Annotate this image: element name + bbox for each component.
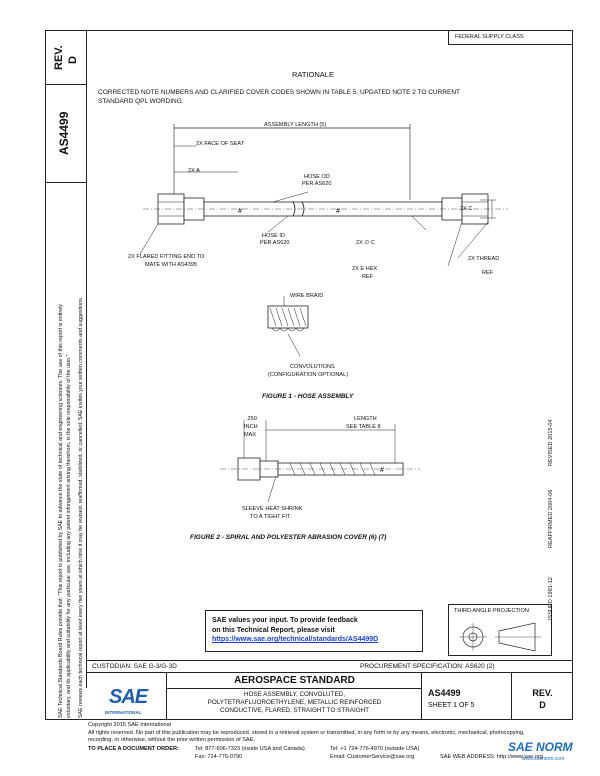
supply-class-stamp: FEDERAL SUPPLY CLASS — [448, 30, 573, 45]
rationale-line-2: STANDARD QPL WORDING. — [98, 98, 184, 105]
tel-outside-usa: Tel: +1 724-776-4970 (outside USA) — [330, 746, 420, 752]
web-address[interactable]: SAE WEB ADDRESS: http://www.sae.org — [440, 754, 543, 760]
svg-text:#: # — [238, 208, 242, 215]
procurement-text: PROCUREMENT SPECIFICATION: AS620 (2) — [360, 663, 495, 670]
svg-text:#: # — [336, 208, 340, 215]
rev-cell: REV. D — [45, 30, 87, 85]
wire-braid-label: WIRE BRAID — [290, 293, 324, 299]
sheet-number: SHEET 1 OF 5 — [428, 702, 475, 709]
projection-label: THIRD ANGLE PROJECTION — [454, 608, 529, 614]
face-of-seat-label: 2X FACE OF SEAT — [196, 141, 245, 147]
fig2-length-2: SEE TABLE 8 — [346, 424, 381, 430]
email-line[interactable]: Email: CustomerService@sae.org — [330, 754, 415, 760]
tel-usa-canada: Tel: 877-606-7323 (inside USA and Canada… — [195, 746, 305, 752]
projection-box: THIRD ANGLE PROJECTION — [448, 604, 552, 656]
page-frame — [45, 30, 573, 720]
flared-end-label-1: 2X FLARED FITTING END TO — [128, 254, 205, 260]
custodian-text: CUSTODIAN: SAE G-3/G-3D — [92, 663, 177, 670]
hose-od-label-1: HOSE OD — [304, 174, 330, 180]
rev-label: REV. — [53, 45, 65, 70]
convolutions-label-1: CONVOLUTIONS — [290, 364, 335, 370]
fig2-dim-1: .250 — [246, 416, 257, 422]
assembly-length-label: ASSEMBLY LENGTH (5) — [264, 122, 327, 128]
two-x-a-label: 2X A — [188, 168, 200, 174]
flared-end-label-2: MATE WITH AS4395 — [145, 262, 198, 268]
fig2-dim-2: INCH — [244, 424, 258, 430]
two-x-c-mid-label: 2X ∅ C — [356, 240, 375, 246]
rights-line-2: recording, or otherwise, without the pri… — [88, 737, 255, 743]
title-block-mid-rule — [87, 672, 573, 673]
feedback-line-1: SAE values your input. To provide feedba… — [212, 617, 358, 624]
rationale-title: RATIONALE — [292, 70, 334, 79]
doc-sheet-cell: AS4499 SHEET 1 OF 5 — [422, 672, 512, 720]
title-cell: AEROSPACE STANDARD HOSE ASSEMBLY, CONVOL… — [167, 672, 422, 720]
rev-block-cell: REV. D — [512, 672, 573, 720]
hose-od-label-2: PER AS620 — [302, 181, 332, 187]
fig2-sleeve-2: TO A TIGHT FIT — [250, 514, 291, 520]
figure-1-caption: FIGURE 1 - HOSE ASSEMBLY — [262, 393, 354, 400]
thread-label-2: REF — [482, 270, 494, 276]
legal-line-1: SAE Technical Standards Board Rules prov… — [58, 304, 64, 718]
left-column — [45, 30, 87, 688]
figure-1-drawing: # # — [139, 124, 508, 357]
third-angle-projection-symbol — [459, 622, 541, 652]
sae-norm-watermark-url: www.saenorm.com — [522, 756, 565, 762]
hex-label-2: REF — [362, 274, 374, 280]
order-label: TO PLACE A DOCUMENT ORDER: — [88, 746, 179, 752]
legal-line-3: SAE reviews each technical report at lea… — [78, 296, 84, 718]
copyright-line: Copyright 2015 SAE International — [88, 722, 172, 728]
thread-label-1: 2X THREAD — [468, 256, 500, 262]
hose-id-label-2: PER AS620 — [260, 240, 290, 246]
rationale-line-1: CORRECTED NOTE NUMBERS AND CLARIFIED COV… — [98, 89, 461, 96]
title-heading-rule — [167, 688, 422, 689]
aerospace-standard-heading: AEROSPACE STANDARD — [234, 675, 355, 686]
logo-cell: SAE INTERNATIONAL — [87, 672, 167, 720]
doc-number: AS4499 — [428, 688, 461, 698]
legal-line-2: voluntary, and its applicability and sui… — [66, 354, 72, 718]
svg-text:#: # — [380, 467, 384, 474]
two-x-c-right-label: 2X C — [460, 206, 473, 212]
sae-logo: SAE — [109, 686, 148, 708]
revised-date: REVISED 2015-04 — [548, 419, 554, 466]
title-block-top-rule — [87, 660, 573, 661]
hose-id-label-1: HOSE ID — [262, 233, 286, 239]
sae-norm-watermark: SAE NORM — [508, 740, 573, 754]
title-line-2: POLYTETRAFLUOROETHYLENE, METALLIC REINFO… — [207, 699, 382, 706]
doc-number-vertical: AS4499 — [57, 111, 71, 155]
rev-value: D — [67, 56, 79, 64]
fig2-sleeve-1: SLEEVE HEAT SHRINK — [242, 506, 303, 512]
sae-logo-sub: INTERNATIONAL — [105, 710, 142, 715]
title-line-3: CONDUCTIVE, FLARED, STRAIGHT TO STRAIGHT — [219, 707, 370, 714]
reaffirmed-date: REAFFIRMED 2004-06 — [548, 489, 554, 548]
title-rev-value: D — [539, 700, 546, 710]
fax-line: Fax: 724-776-0790 — [195, 754, 243, 760]
doc-number-cell: AS4499 — [45, 85, 87, 183]
convolutions-label-2: (CONFIGURATION OPTIONAL) — [268, 372, 349, 378]
hex-label-1: 2X E HEX — [352, 266, 378, 272]
title-line-1: HOSE ASSEMBLY, CONVOLUTED, — [244, 691, 345, 698]
feedback-line-2: on this Technical Report, please visit — [212, 626, 335, 634]
fig2-length-1: LENGTH — [354, 416, 377, 422]
fig2-dim-3: MAX — [244, 432, 257, 438]
title-rev-label: REV. — [532, 688, 553, 698]
feedback-box: SAE values your input. To provide feedba… — [205, 610, 423, 652]
feedback-link[interactable]: https://www.sae.org/technical/standards/… — [212, 636, 379, 643]
figure-2-drawing: # — [220, 420, 420, 503]
rights-line-1: All rights reserved. No part of this pub… — [88, 730, 525, 736]
figure-2-caption: FIGURE 2 - SPIRAL AND POLYESTER ABRASION… — [190, 534, 387, 541]
